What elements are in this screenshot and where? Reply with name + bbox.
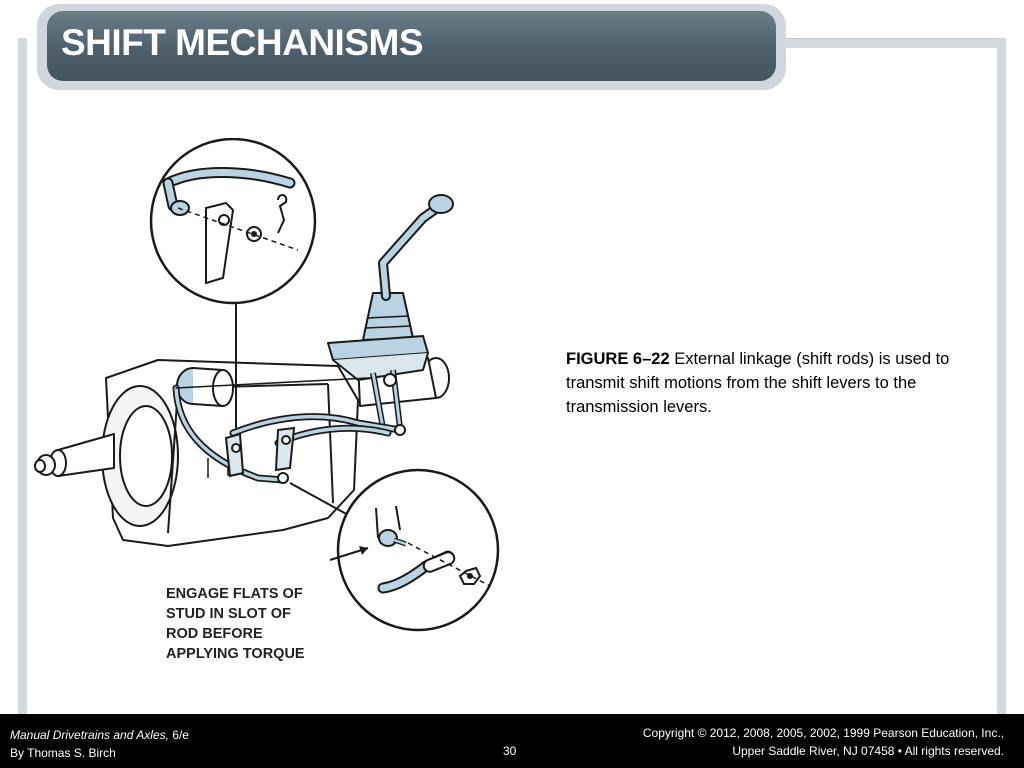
title-bar-inner [47, 11, 776, 81]
callout-leaders [235, 300, 351, 517]
page-number: 30 [503, 744, 517, 758]
title-bar [37, 4, 786, 90]
figure-label: FIGURE 6–22 [566, 350, 670, 368]
footer-copyright: Copyright © 2012, 2008, 2005, 2002, 1999… [643, 724, 1004, 760]
footer-bar: Manual Drivetrains and Axles, 6/e By Tho… [0, 714, 1024, 768]
book-edition: 6/e [168, 728, 189, 742]
transmission-levers [224, 424, 406, 484]
callout-line-3: ROD BEFORE [166, 626, 263, 642]
caption-text: External linkage (shift rods) is used to… [566, 350, 950, 416]
callout-line-4: APPLYING TORQUE [166, 646, 305, 662]
copyright-line-2: Upper Saddle River, NJ 07458 • All right… [732, 744, 1004, 758]
copyright-line-1: Copyright © 2012, 2008, 2005, 2002, 1999… [642, 726, 1004, 740]
frame-top-line [780, 38, 1006, 48]
shift-linkage-figure: ENGAGE FLATS OF STUD IN SLOT OF ROD BEFO… [34, 138, 500, 662]
book-title: Manual Drivetrains and Axles, [10, 728, 169, 742]
figure-caption: FIGURE 6–22 External linkage (shift rods… [566, 347, 986, 419]
detail-circle-bottom [329, 468, 500, 632]
frame-left-line [18, 38, 27, 714]
shift-tower [327, 194, 454, 429]
callout-line-1: ENGAGE FLATS OF [166, 586, 303, 602]
frame-right-line [997, 38, 1006, 714]
callout-line-2: STUD IN SLOT OF [166, 606, 291, 622]
detail-circle-top [149, 138, 317, 305]
book-author: By Thomas S. Birch [10, 746, 116, 760]
footer-book-info: Manual Drivetrains and Axles, 6/e By Tho… [10, 726, 189, 762]
slide-title: SHIFT MECHANISMS [61, 22, 424, 63]
